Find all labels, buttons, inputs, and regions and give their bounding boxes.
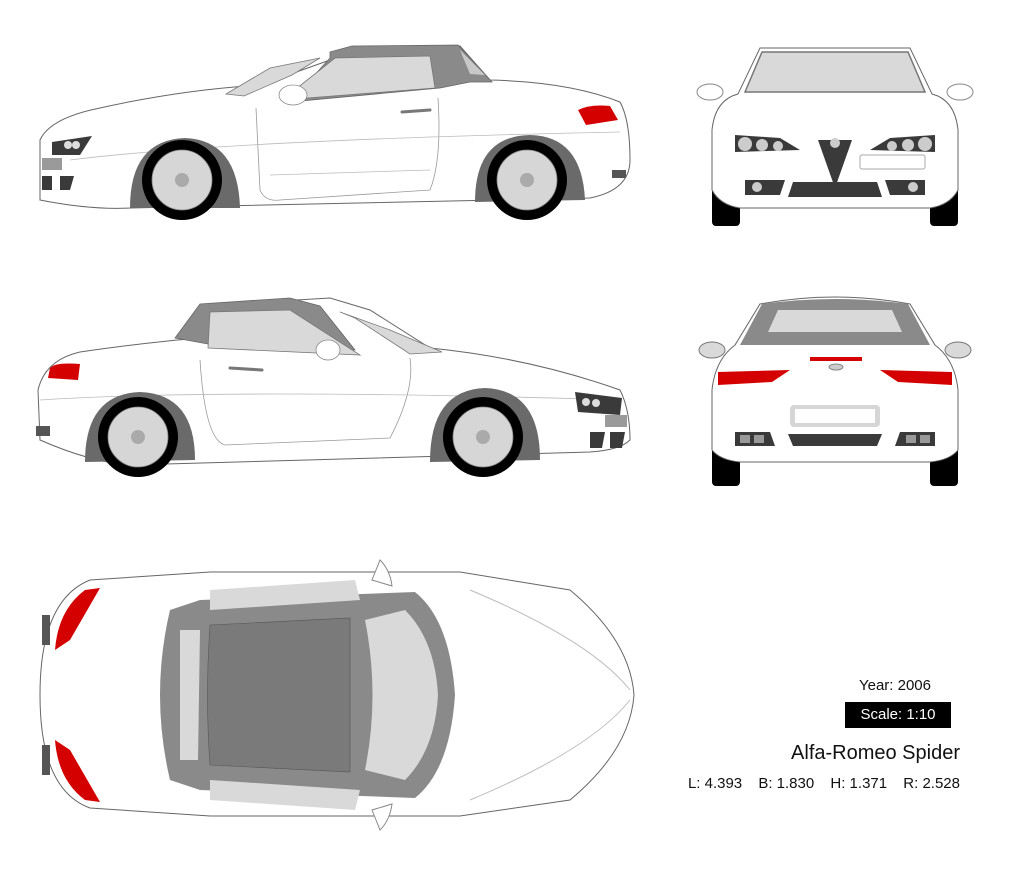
model-name: Alfa-Romeo Spider — [791, 742, 960, 764]
side-view-left — [30, 40, 640, 240]
front-wheel — [443, 397, 523, 477]
front-wheel — [142, 140, 222, 220]
year-label: Year: 2006 — [858, 677, 931, 694]
rear-wheel — [98, 397, 178, 477]
breadth-value: B: 1.830 — [758, 775, 815, 792]
rear-wheel — [487, 140, 567, 220]
wheelbase-value: R: 2.528 — [903, 775, 960, 792]
side-view-right — [30, 290, 640, 490]
height-value: H: 1.371 — [830, 775, 888, 792]
top-view — [30, 550, 640, 840]
scale-badge: Scale: 1:10 — [845, 702, 951, 728]
rear-view — [690, 290, 980, 490]
length-value: L: 4.393 — [687, 775, 743, 792]
dimensions-row: L: 4.393 B: 1.830 H: 1.371 R: 2.528 — [640, 775, 960, 792]
front-view — [690, 40, 980, 240]
